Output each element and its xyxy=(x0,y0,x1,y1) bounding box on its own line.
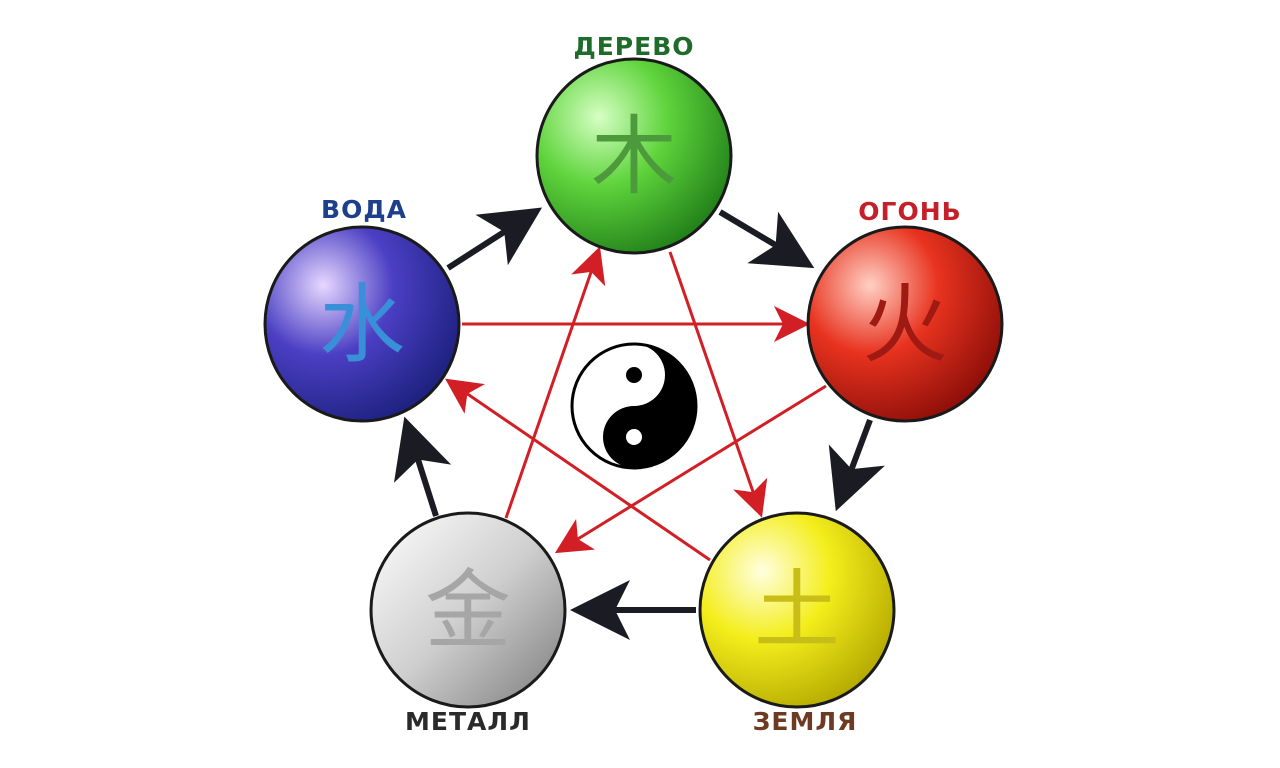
label-earth: ЗЕМЛЯ xyxy=(753,707,858,736)
generate-arrow-fire-earth xyxy=(828,418,885,512)
element-metal: 金 МЕТАЛЛ xyxy=(369,511,567,736)
sphere-metal xyxy=(369,511,567,709)
generate-arrow-water-wood xyxy=(446,207,543,271)
glyph-fire: 火 xyxy=(862,275,948,375)
label-metal: МЕТАЛЛ xyxy=(405,707,531,736)
label-wood: ДЕРЕВО xyxy=(573,32,694,61)
control-arrow-earth-water xyxy=(445,378,711,562)
sphere-earth xyxy=(698,511,896,709)
control-arrow-wood-earth xyxy=(668,251,768,518)
element-wood: 木 ДЕРЕВО xyxy=(535,32,733,255)
controlling-cycle xyxy=(445,246,827,562)
element-earth: 土 ЗЕМЛЯ xyxy=(698,511,896,736)
glyph-earth: 土 xyxy=(754,561,840,661)
generate-arrow-metal-water xyxy=(393,416,452,517)
glyph-water: 水 xyxy=(319,275,405,375)
generate-arrow-wood-fire xyxy=(718,209,815,269)
yin-yang-symbol xyxy=(570,342,698,470)
glyph-wood: 木 xyxy=(591,107,677,207)
glyph-metal: 金 xyxy=(425,561,511,661)
sphere-fire xyxy=(806,225,1004,423)
control-arrow-metal-wood xyxy=(504,246,606,519)
label-fire: ОГОНЬ xyxy=(858,197,961,226)
element-water: 水 ВОДА xyxy=(263,195,461,423)
sphere-wood xyxy=(535,57,733,255)
control-arrow-fire-metal xyxy=(554,384,827,554)
generating-cycle xyxy=(393,207,885,640)
label-water: ВОДА xyxy=(321,195,407,224)
element-fire: 火 ОГОНЬ xyxy=(806,197,1004,423)
sphere-water xyxy=(263,225,461,423)
